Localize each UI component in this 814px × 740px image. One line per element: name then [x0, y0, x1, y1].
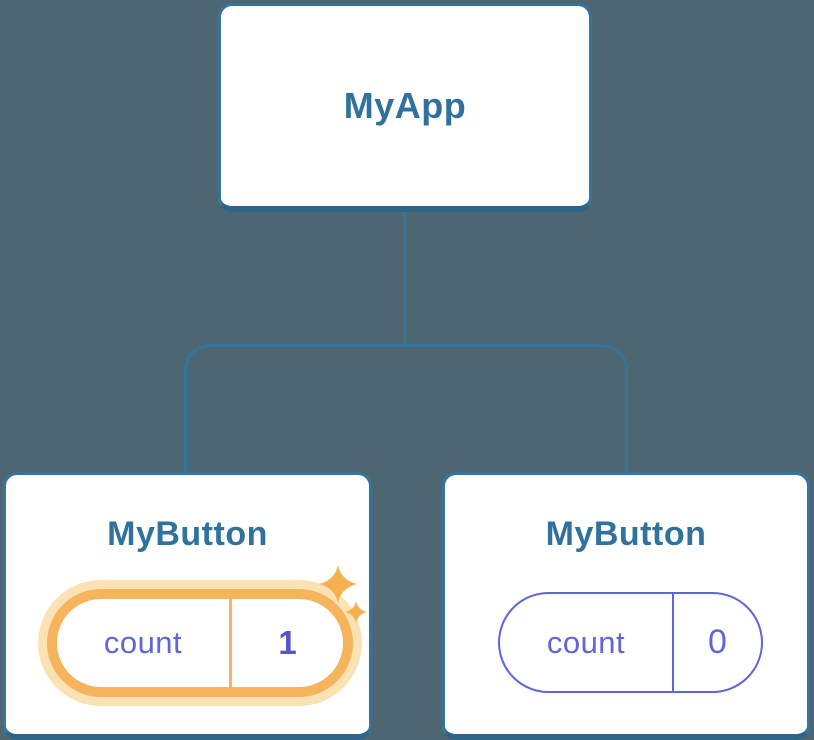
tree-connector-stem [403, 211, 406, 345]
node-title-mybutton-right: MyButton [545, 515, 707, 553]
node-myapp: MyApp [218, 3, 592, 212]
state-value: 0 [672, 594, 761, 691]
state-label: count [103, 625, 183, 660]
node-title-mybutton-left: MyButton [107, 515, 268, 553]
node-mybutton-left: MyButton count 1 [3, 472, 372, 740]
state-value: 1 [229, 599, 343, 687]
state-pill: count 0 [498, 592, 763, 693]
state-pill-highlighted: count 1 [47, 589, 353, 697]
sparkle-icon [319, 565, 367, 623]
node-title-myapp: MyApp [343, 85, 467, 126]
node-mybutton-right: MyButton count 0 [442, 472, 810, 740]
state-label: count [546, 624, 626, 660]
tree-connector-branch [184, 344, 628, 475]
